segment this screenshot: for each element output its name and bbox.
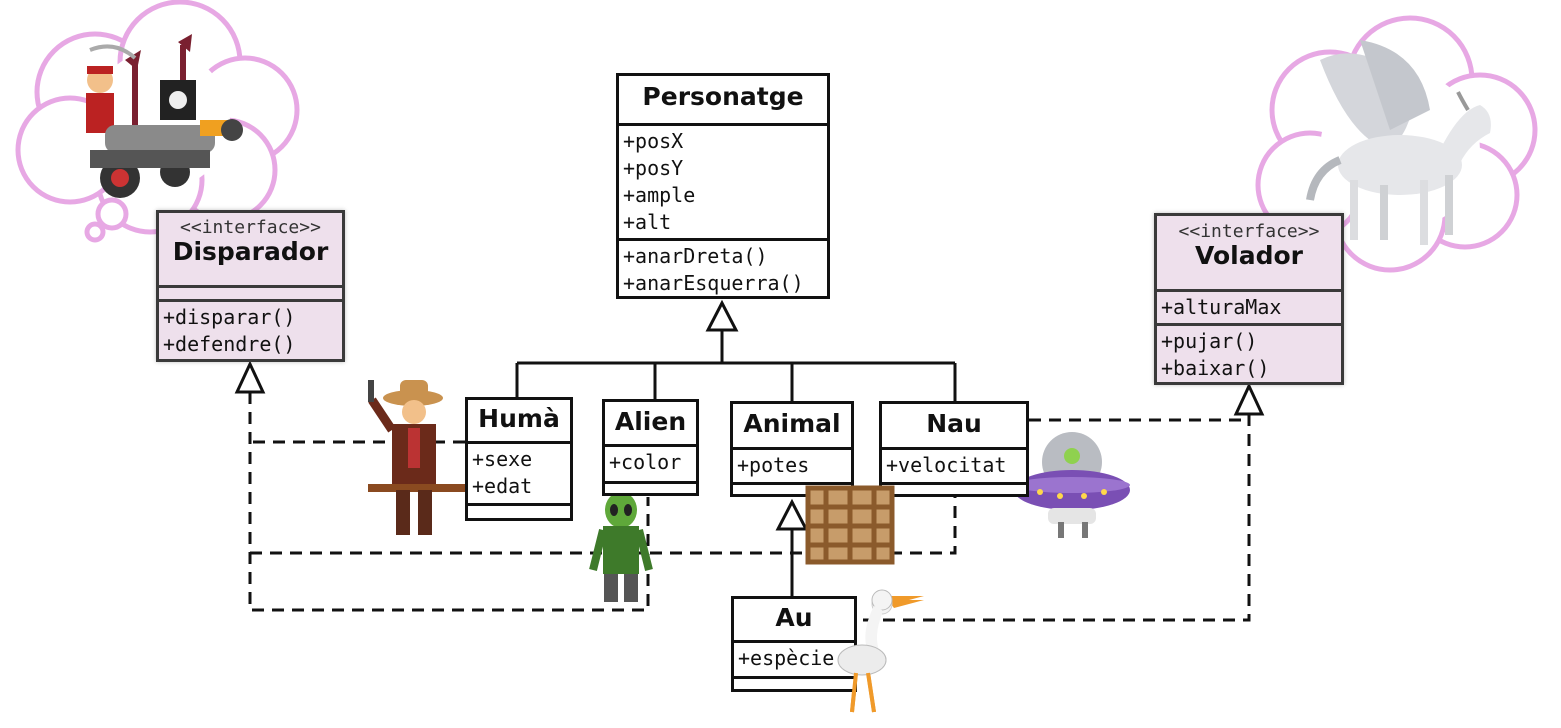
class-nau: Nau +velocitat bbox=[879, 401, 1029, 497]
method: +defendre() bbox=[163, 332, 296, 356]
class-name: Alien bbox=[614, 407, 687, 436]
realization-connectors bbox=[248, 392, 1251, 622]
interface-header: <<interface>> Volador bbox=[1157, 216, 1341, 292]
class-header: Alien bbox=[605, 402, 696, 447]
green-alien-figure bbox=[589, 492, 653, 602]
class-au: Au +espècie bbox=[731, 596, 857, 692]
inheritance-connectors bbox=[515, 330, 957, 597]
pirate-cannon-figure bbox=[86, 34, 243, 198]
class-huma: Humà +sexe +edat bbox=[465, 397, 573, 521]
method: +pujar() bbox=[1161, 329, 1258, 353]
attributes-section: +potes bbox=[733, 450, 851, 485]
realization-arrowhead-volador bbox=[1233, 382, 1265, 416]
inheritance-arrowhead-animal bbox=[775, 498, 809, 531]
wooden-crate bbox=[805, 487, 895, 565]
attributes-section: +color bbox=[605, 447, 696, 484]
class-header: Humà bbox=[468, 400, 570, 444]
interface-name: Disparador bbox=[172, 236, 329, 266]
attribute: +color bbox=[609, 450, 682, 474]
class-header: Nau bbox=[882, 404, 1026, 450]
attribute: +alt bbox=[623, 210, 672, 234]
attribute: +potes bbox=[737, 453, 810, 477]
attribute: +posX bbox=[623, 129, 684, 153]
attributes-section bbox=[159, 288, 342, 302]
methods-section bbox=[468, 506, 570, 511]
method: +anarEsquerra() bbox=[623, 271, 804, 295]
methods-section bbox=[882, 485, 1026, 490]
attributes-section: +velocitat bbox=[882, 450, 1026, 485]
inheritance-arrowhead-personatge bbox=[705, 299, 739, 332]
methods-section bbox=[605, 484, 696, 489]
thought-cloud-left bbox=[15, 0, 300, 243]
attribute: +alturaMax bbox=[1161, 295, 1282, 319]
cowboy-figure bbox=[368, 380, 466, 535]
interface-header: <<interface>> Disparador bbox=[159, 213, 342, 288]
class-header: Animal bbox=[733, 404, 851, 450]
attributes-section: +alturaMax bbox=[1157, 292, 1341, 326]
interface-name: Volador bbox=[1195, 240, 1303, 270]
attributes-section: +espècie bbox=[734, 643, 854, 679]
flying-saucer bbox=[1014, 432, 1130, 538]
class-header: Au bbox=[734, 599, 854, 643]
attribute: +sexe bbox=[472, 447, 533, 471]
method: +disparar() bbox=[163, 305, 296, 329]
class-animal: Animal +potes bbox=[730, 401, 854, 497]
class-name: Humà bbox=[478, 404, 560, 433]
method: +anarDreta() bbox=[623, 244, 768, 268]
class-name: Nau bbox=[926, 409, 982, 438]
methods-section bbox=[733, 485, 851, 490]
pegasus-figure bbox=[1306, 40, 1491, 245]
stereotype-label: <<interface>> bbox=[1178, 221, 1320, 242]
realization-arrowhead-disparador bbox=[234, 360, 266, 394]
stereotype-label: <<interface>> bbox=[180, 217, 321, 238]
method: +baixar() bbox=[1161, 356, 1270, 380]
attributes-section: +sexe +edat bbox=[468, 444, 570, 506]
methods-section: +pujar() +baixar() bbox=[1157, 326, 1341, 385]
attribute: +velocitat bbox=[886, 453, 1007, 477]
attribute: +espècie bbox=[738, 646, 835, 670]
methods-section bbox=[734, 679, 854, 684]
attribute: +posY bbox=[623, 156, 684, 180]
interface-disparador: <<interface>> Disparador +disparar() +de… bbox=[156, 210, 345, 362]
class-header: Personatge bbox=[619, 76, 827, 126]
class-name: Personatge bbox=[642, 82, 804, 111]
class-alien: Alien +color bbox=[602, 399, 699, 496]
class-name: Animal bbox=[743, 409, 841, 438]
attributes-section: +posX +posY +ample +alt bbox=[619, 126, 827, 241]
interface-volador: <<interface>> Volador +alturaMax +pujar(… bbox=[1154, 213, 1344, 385]
attribute: +ample bbox=[623, 183, 696, 207]
methods-section: +disparar() +defendre() bbox=[159, 302, 342, 361]
attribute: +edat bbox=[472, 474, 533, 498]
class-personatge: Personatge +posX +posY +ample +alt +anar… bbox=[616, 73, 830, 299]
methods-section: +anarDreta() +anarEsquerra() bbox=[619, 241, 827, 300]
class-name: Au bbox=[775, 603, 813, 632]
